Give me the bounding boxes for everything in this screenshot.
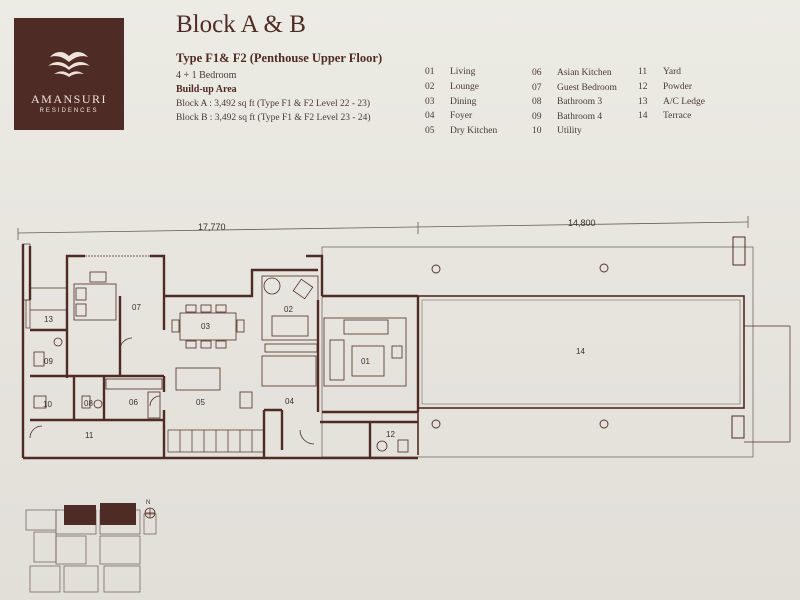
apartment-walls — [21, 244, 420, 460]
dimension-line — [17, 216, 749, 240]
room-label-powder: 12 — [386, 430, 395, 439]
unit-type: Type F1& F2 (Penthouse Upper Floor) — [176, 51, 383, 65]
room-label-living: 01 — [361, 357, 370, 366]
room-label-foyer: 04 — [285, 397, 294, 406]
room-label-terrace: 14 — [576, 347, 585, 356]
room-label-utility: 10 — [43, 400, 52, 409]
window-strips — [22, 243, 150, 329]
brand-logo: AMANSURI RESIDENCES — [14, 18, 124, 130]
kitchen-counter-icon — [105, 367, 253, 419]
brand-name: AMANSURI — [30, 92, 107, 106]
compass-north-label: N — [146, 500, 150, 506]
key-plan-highlight — [64, 503, 136, 525]
guest-bed-icon — [73, 271, 117, 321]
room-label-ac-ledge: 13 — [44, 315, 53, 324]
dimension-left: 17,770 — [198, 222, 226, 232]
room-label-asian-kitchen: 06 — [129, 398, 138, 407]
bathroom-fixtures-icon — [29, 337, 409, 453]
dining-table-icon — [171, 304, 245, 349]
bedroom-count: 4 + 1 Bedroom — [176, 70, 237, 81]
room-label-yard: 11 — [85, 431, 94, 440]
page-title: Block A & B — [176, 11, 306, 38]
living-sofa-icon — [323, 317, 407, 387]
dimension-right: 14,800 — [568, 218, 596, 228]
buildup-label: Build-up Area — [176, 84, 237, 95]
brand-subtitle: RESIDENCES — [39, 108, 99, 114]
room-label-bathroom-4: 09 — [44, 357, 53, 366]
room-label-dry-kitchen: 05 — [196, 398, 205, 407]
staircase-icon — [167, 429, 265, 453]
block-b-area: Block B : 3,492 sq ft (Type F1 & F2 Leve… — [176, 113, 371, 123]
room-label-bathroom-3: 08 — [84, 399, 93, 408]
room-label-guest-bedroom: 07 — [132, 303, 141, 312]
room-label-dining: 03 — [201, 322, 210, 331]
lounge-sofa-icon — [261, 275, 319, 387]
leaf-emblem-icon — [48, 51, 90, 77]
column-markers — [431, 263, 609, 429]
compass-icon — [144, 507, 156, 519]
block-a-area: Block A : 3,492 sq ft (Type F1 & F2 Leve… — [176, 99, 371, 109]
room-label-lounge: 02 — [284, 305, 293, 314]
